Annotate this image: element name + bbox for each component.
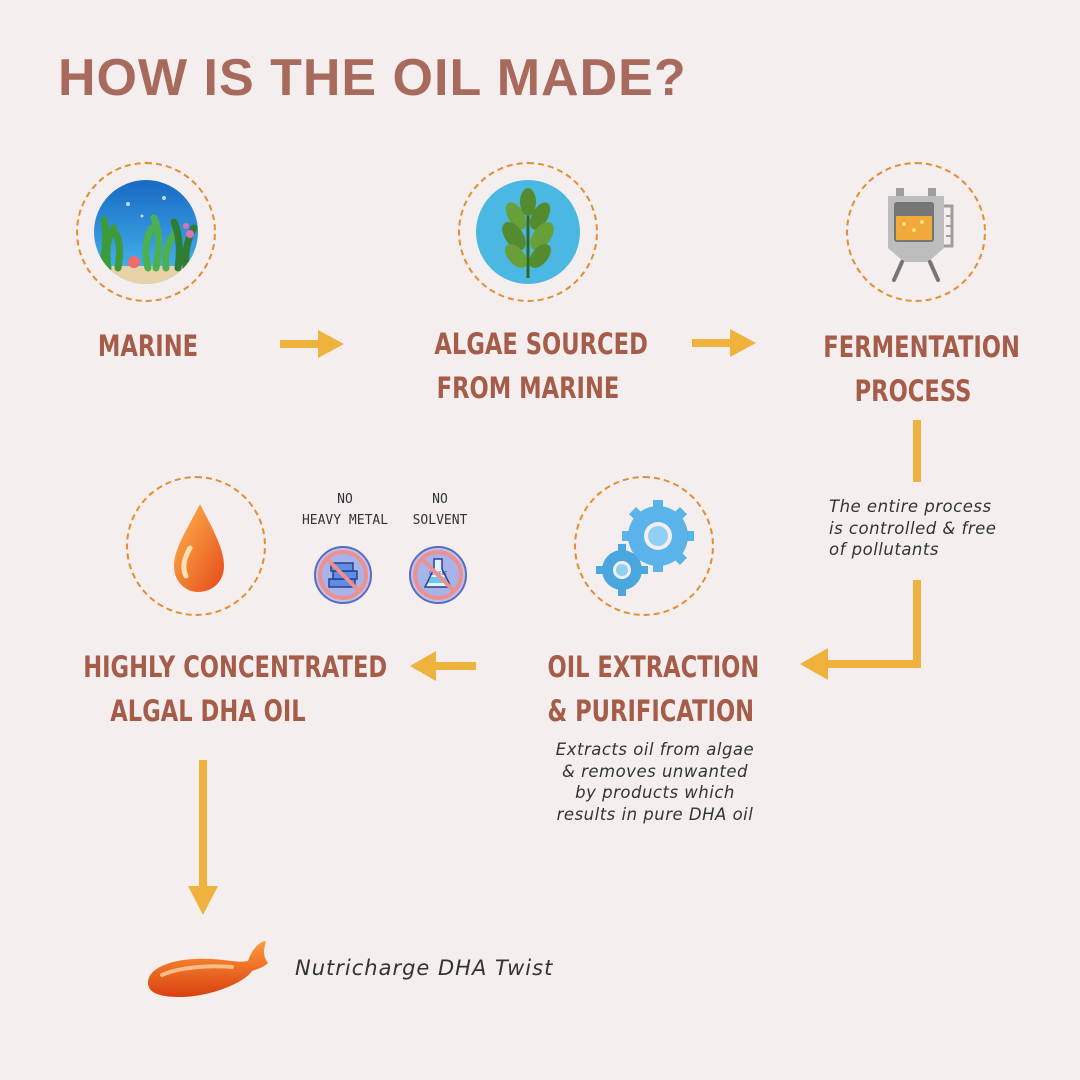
label-line: & PURIFICATION xyxy=(547,694,755,728)
fermentation-tank-icon xyxy=(888,188,954,282)
softgel-capsule-icon xyxy=(148,941,268,997)
label-line: PROCESS xyxy=(854,374,972,408)
caption-line: SOLVENT xyxy=(412,513,468,528)
label-line: OIL EXTRACTION xyxy=(547,650,760,684)
extraction-note: Extracts oil from algae & removes unwant… xyxy=(510,739,800,825)
arrow-oil-to-product xyxy=(188,760,218,915)
no-solvent-caption: NO SOLVENT xyxy=(385,489,495,531)
step-extraction-ring xyxy=(574,476,714,616)
arrow-extraction-to-oil xyxy=(410,651,476,681)
note-line: of pollutants xyxy=(829,540,939,559)
step-marine-label: MARINE xyxy=(70,324,226,368)
algae-icon xyxy=(476,180,580,284)
step-oil-ring xyxy=(126,476,266,616)
label-line: FERMENTATION xyxy=(823,330,1020,364)
step-algae-ring xyxy=(458,162,598,302)
note-line: by products which xyxy=(575,783,735,802)
no-solvent-icon: SOLVENT xyxy=(409,546,467,604)
arrow-algae-to-fermentation xyxy=(692,329,756,357)
oil-drop-icon xyxy=(174,504,224,592)
caption-line: NO xyxy=(337,492,353,507)
note-line: is controlled & free xyxy=(829,518,997,538)
label-line: HIGHLY CONCENTRATED xyxy=(83,650,388,684)
label-line: ALGAE SOURCED xyxy=(434,327,648,361)
step-fermentation-ring xyxy=(846,162,986,302)
no-heavy-metal-icon xyxy=(314,546,372,604)
note-line: Extracts oil from algae xyxy=(555,740,755,759)
fermentation-note: The entire process is controlled & free … xyxy=(829,496,996,561)
gears-icon xyxy=(596,500,694,596)
step-oil-label: HIGHLY CONCENTRATED ALGAL DHA OIL xyxy=(83,645,388,733)
step-marine-ring xyxy=(76,162,216,302)
step-algae-label: ALGAE SOURCED FROM MARINE xyxy=(434,322,648,410)
step-fermentation-label: FERMENTATION PROCESS xyxy=(823,325,1020,413)
note-line: results in pure DHA oil xyxy=(556,804,754,824)
arrow-fermentation-to-extraction xyxy=(800,580,921,680)
arrow-marine-to-algae xyxy=(280,330,344,358)
label-line: FROM MARINE xyxy=(436,371,620,405)
caption-line: HEAVY METAL xyxy=(301,513,389,528)
product-name: Nutricharge DHA Twist xyxy=(295,956,554,980)
caption-line: NO xyxy=(432,492,448,507)
label-line: ALGAL DHA OIL xyxy=(110,694,306,728)
note-line: & removes unwanted xyxy=(561,761,749,781)
label-line: MARINE xyxy=(97,329,199,363)
page-title: HOW IS THE OIL MADE? xyxy=(58,49,687,107)
note-line: The entire process xyxy=(829,497,992,516)
no-heavy-metal-caption: NO HEAVY METAL xyxy=(290,489,400,531)
step-extraction-label: OIL EXTRACTION & PURIFICATION xyxy=(547,645,760,733)
ocean-reef-icon xyxy=(94,180,198,284)
